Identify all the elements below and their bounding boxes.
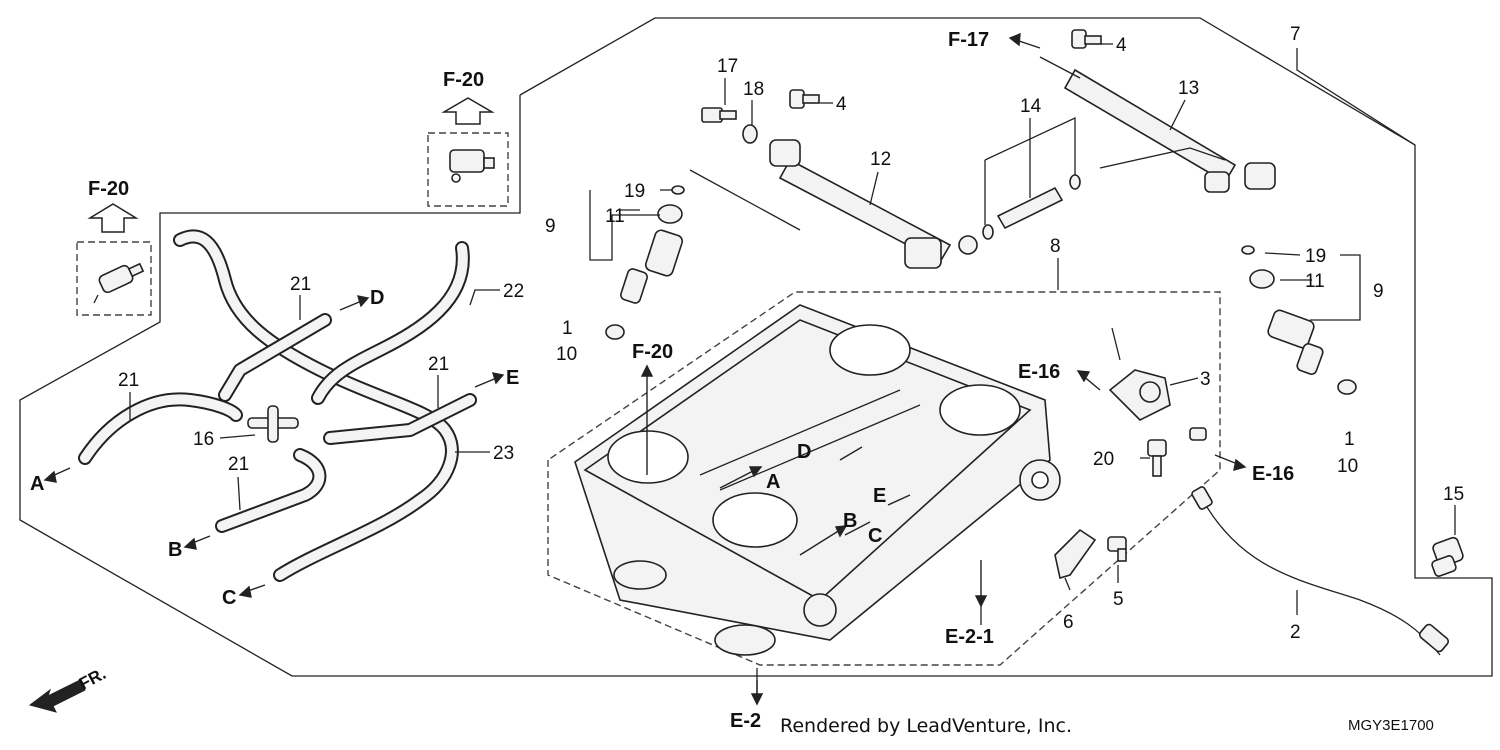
ref-b-label: B (168, 539, 182, 561)
ref-a-label: A (30, 473, 44, 495)
part-number-label: 9 (545, 216, 556, 237)
part-number-label: 3 (1200, 369, 1211, 390)
part-number-label: 4 (836, 94, 847, 115)
ref-d-label: D (370, 287, 384, 309)
part-number-label: 1 (562, 318, 573, 339)
part-number-label: 19 (1305, 246, 1326, 267)
washer-18 (742, 124, 758, 144)
bolt-20 (1147, 439, 1167, 477)
up-arrow-icon (441, 97, 495, 125)
f20-sensor-box-upper (427, 132, 509, 207)
part-number-label: 5 (1113, 589, 1124, 610)
bolt-5 (1107, 536, 1127, 562)
map-sensor-icon (449, 149, 495, 183)
f20-sensor-box-left (76, 241, 152, 316)
o-ring-1 (1069, 174, 1081, 190)
part-number-label: 21 (228, 454, 249, 475)
ref-d-label: D (797, 441, 811, 463)
part-number-label: 22 (503, 281, 524, 302)
part-number-label: 7 (1290, 24, 1301, 45)
part-number-label: 21 (428, 354, 449, 375)
part-number-label: 18 (743, 79, 764, 100)
ref-e21-label: E-2-1 (945, 626, 994, 648)
assembly-boundary (19, 17, 1493, 677)
part-number-label: 8 (1050, 236, 1061, 257)
bracket-6 (1054, 528, 1097, 580)
part-number-label: 16 (193, 429, 214, 450)
ref-a-label: A (766, 471, 780, 493)
part-number-label: 15 (1443, 484, 1464, 505)
clip-15 (1431, 536, 1464, 577)
part-number-label: 2 (1290, 622, 1301, 643)
front-direction-icon (28, 679, 86, 713)
bolt-4 (789, 89, 820, 109)
ref-e2-label: E-2 (730, 710, 761, 732)
flow-arrows (43, 32, 1247, 706)
ref-c-label: C (868, 525, 882, 547)
ref-e16-label: E-16 (1018, 361, 1060, 383)
cable-2 (1191, 486, 1450, 656)
part-number-label: 11 (1305, 271, 1325, 292)
injector-9-left (605, 185, 685, 340)
part-number-label: 21 (290, 274, 311, 295)
part-number-label: 10 (1337, 456, 1358, 477)
ref-f17-label: F-17 (948, 29, 989, 51)
sensor-3 (1108, 327, 1207, 441)
fuel-rail-13 (1039, 56, 1276, 193)
part-number-label: 11 (605, 206, 625, 227)
ref-f20-label: F-20 (632, 341, 673, 363)
rendered-by-credit: Rendered by LeadVenture, Inc. (780, 715, 1072, 737)
ref-f20-label: F-20 (88, 178, 129, 200)
vacuum-hose-assembly (78, 229, 477, 582)
ref-e-label: E (506, 367, 519, 389)
diagram-code: MGY3E1700 (1348, 717, 1434, 734)
ref-b-label: B (843, 510, 857, 532)
part-number-label: 17 (717, 56, 738, 77)
part-number-label: 13 (1178, 78, 1199, 99)
throttle-body-subbox (547, 291, 1221, 666)
part-number-label: 20 (1093, 449, 1114, 470)
ref-e16-label: E-16 (1252, 463, 1294, 485)
part-number-label: 14 (1020, 96, 1042, 117)
temperature-sensor-icon (93, 262, 145, 304)
part-number-label: 9 (1373, 281, 1384, 302)
part-number-label: 4 (1116, 35, 1127, 56)
fuel-rail-12 (769, 139, 978, 269)
o-ring-1 (982, 224, 994, 240)
bolt-17 (701, 107, 737, 123)
joint-pipe-14 (996, 186, 1064, 230)
part-number-label: 1 (1344, 429, 1355, 450)
up-arrow-icon (87, 203, 139, 233)
part-number-label: 21 (118, 370, 139, 391)
part-number-label: 23 (493, 443, 514, 464)
ref-f20-label: F-20 (443, 69, 484, 91)
bolt-4 (1071, 29, 1102, 49)
injector-9-right (1241, 245, 1357, 395)
part-number-label: 12 (870, 149, 891, 170)
ref-e-label: E (873, 485, 886, 507)
throttle-body-assembly (574, 304, 1061, 656)
part-number-label: 6 (1063, 612, 1074, 633)
part-number-label: 19 (624, 181, 645, 202)
part-number-label: 10 (556, 344, 577, 365)
ref-c-label: C (222, 587, 236, 609)
t-joint-16 (247, 405, 299, 443)
